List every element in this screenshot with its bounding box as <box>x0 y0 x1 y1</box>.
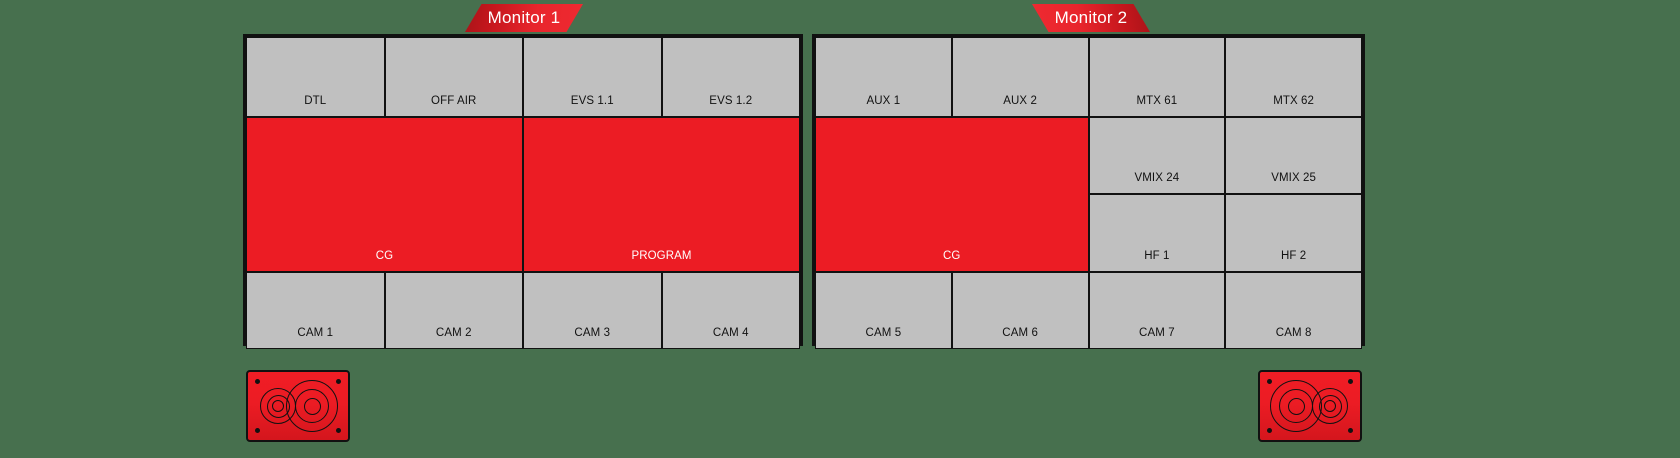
screw-icon <box>1348 428 1353 433</box>
screw-icon <box>1267 428 1272 433</box>
monitor-cell-dtl[interactable]: DTL <box>246 37 385 117</box>
monitor-cell-vmix-25[interactable]: VMIX 25 <box>1225 117 1362 194</box>
speaker-right[interactable] <box>1258 370 1362 442</box>
woofer-icon <box>286 380 338 432</box>
monitor-2-wall: AUX 1 AUX 2 MTX 61 MTX 62 CG VMIX 24 VMI… <box>812 34 1365 349</box>
monitor-1-wall: DTL OFF AIR EVS 1.1 EVS 1.2 CG PROGRAM C… <box>243 34 803 349</box>
monitor-cell-vmix-24[interactable]: VMIX 24 <box>1088 117 1226 194</box>
monitor-cell-cam-1[interactable]: CAM 1 <box>246 272 385 349</box>
screw-icon <box>255 379 260 384</box>
monitor-cell-off-air[interactable]: OFF AIR <box>384 37 523 117</box>
monitor-cell-cg[interactable]: CG <box>246 117 523 272</box>
monitor-2-banner: Monitor 2 <box>1032 4 1150 32</box>
monitor-cell-evs-1-1[interactable]: EVS 1.1 <box>523 37 662 117</box>
monitor-cell-cam-3[interactable]: CAM 3 <box>523 272 662 349</box>
monitor-cell-aux-1[interactable]: AUX 1 <box>815 37 952 117</box>
screw-icon <box>255 428 260 433</box>
monitor-cell-cam-2[interactable]: CAM 2 <box>384 272 523 349</box>
monitor-cell-cam-7[interactable]: CAM 7 <box>1088 272 1226 349</box>
monitor-1-banner: Monitor 1 <box>465 4 583 32</box>
monitor-cell-mtx-62[interactable]: MTX 62 <box>1225 37 1362 117</box>
monitor-cell-hf-1[interactable]: HF 1 <box>1088 194 1226 272</box>
monitor-cell-aux-2[interactable]: AUX 2 <box>951 37 1089 117</box>
tweeter-icon <box>1312 388 1348 424</box>
screw-icon <box>1267 379 1272 384</box>
monitor-cell-cam-4[interactable]: CAM 4 <box>661 272 800 349</box>
screw-icon <box>1348 379 1353 384</box>
monitor-cell-evs-1-2[interactable]: EVS 1.2 <box>661 37 800 117</box>
monitor-cell-mtx-61[interactable]: MTX 61 <box>1088 37 1226 117</box>
monitor-cell-program[interactable]: PROGRAM <box>523 117 800 272</box>
monitor-cell-hf-2[interactable]: HF 2 <box>1225 194 1362 272</box>
screw-icon <box>336 379 341 384</box>
monitor-cell-cam-6[interactable]: CAM 6 <box>951 272 1089 349</box>
monitor-cell-cam-5[interactable]: CAM 5 <box>815 272 952 349</box>
monitor-cell-cam-8[interactable]: CAM 8 <box>1225 272 1362 349</box>
speaker-left[interactable] <box>246 370 350 442</box>
monitor-cell-cg[interactable]: CG <box>815 117 1089 272</box>
screw-icon <box>336 428 341 433</box>
